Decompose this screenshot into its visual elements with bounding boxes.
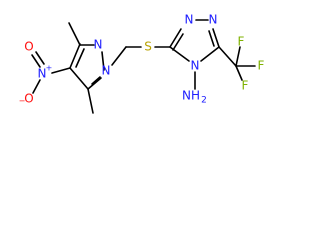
bond-n1-c5 [212, 28, 220, 48]
bond-n-o-double-b [35, 51, 45, 65]
amino-group-label: NH [182, 89, 200, 103]
nitro-group-bonds [31, 51, 45, 94]
pyrazole-nitrogen-2: N [94, 38, 103, 52]
bond-c5-n1-inner [91, 76, 101, 85]
triazole-nitrogen-1: N [209, 13, 218, 27]
bond-c4-c5 [69, 67, 89, 90]
bond-c-f3 [235, 46, 241, 67]
bond-c3-n2-inner [172, 33, 184, 51]
bond-c5-n1 [87, 77, 102, 90]
fluorine-3: F [238, 35, 245, 49]
molecule-structure: N N S N N N NH 2 N + O O − F F F [19, 13, 265, 114]
bond-n4-c3 [169, 46, 190, 62]
bond-n1-n2 [101, 51, 105, 71]
bond-c3-c4-inner [75, 48, 85, 68]
bond-c5-n4 [200, 46, 220, 62]
fluorine-2: F [242, 79, 249, 93]
bond-n1-ch2 [111, 46, 127, 66]
bond-n-o-double-a [31, 54, 41, 68]
thioether-sulfur: S [144, 40, 152, 54]
triazole-ring-bonds [154, 19, 220, 90]
nitro-oxygen-charge: − [19, 97, 26, 106]
bond-n1-c5-inner [208, 30, 215, 47]
pyrazole-nitrogen-1: N [102, 64, 111, 78]
bond-c5-cf3 [218, 46, 237, 67]
fluorine-1: F [258, 59, 265, 73]
bond-c3-methyl [68, 22, 81, 46]
nitro-nitrogen-charge: + [46, 64, 53, 73]
nitro-nitrogen: N [38, 67, 47, 81]
bond-c3-c4 [69, 43, 81, 69]
triazole-nitrogen-2: N [185, 13, 194, 27]
bond-c5-methyl [87, 88, 94, 114]
trifluoromethyl-bonds [218, 46, 256, 81]
triazole-nitrogen-4: N [191, 59, 200, 73]
bond-c-f2 [235, 65, 243, 81]
amino-hydrogen-count: 2 [201, 96, 207, 106]
nitro-oxygen-single: O [24, 92, 33, 106]
bond-c4-nitro [51, 67, 71, 74]
nitro-oxygen-double: O [24, 40, 33, 54]
molecule-structure-canvas: N N S N N N NH 2 N + O O − F F F [0, 0, 274, 134]
pyrazole-ring-bonds [69, 43, 105, 90]
bond-n-o-single [32, 79, 41, 94]
pyrazole-substituent-bonds [51, 22, 142, 114]
bond-c3-n2 [169, 28, 182, 48]
